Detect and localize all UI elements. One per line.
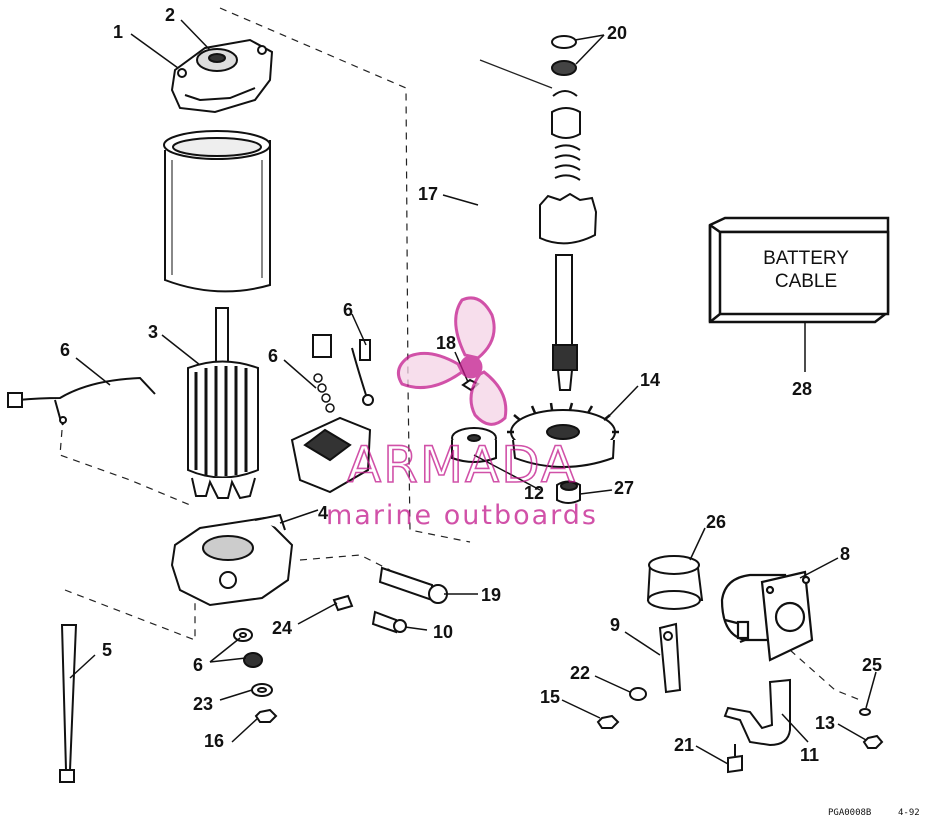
callout-16: 16: [204, 731, 224, 751]
callout-10: 10: [433, 622, 453, 642]
right-hardware-parts: [596, 687, 884, 774]
propeller-logo-icon: [396, 296, 508, 426]
callout-17: 17: [418, 184, 438, 204]
callout-13: 13: [815, 713, 835, 733]
battery-box-line1: BATTERY: [763, 248, 849, 269]
callout-6-washer: 6: [193, 655, 203, 675]
cable-lug-part: [658, 622, 682, 694]
callout-20: 20: [607, 23, 627, 43]
leader-lines: [69, 19, 877, 765]
callout-23: 23: [193, 694, 213, 714]
drawing-code: PGA0008B: [828, 808, 871, 818]
callout-28: 28: [792, 379, 812, 399]
washer-nut-parts: [233, 628, 278, 723]
callout-3: 3: [148, 322, 158, 342]
watermark-brand: ARMADA: [347, 436, 577, 494]
callout-8: 8: [840, 544, 850, 564]
callout-27: 27: [614, 478, 634, 498]
bracket-line-17: [479, 59, 553, 89]
callout-5: 5: [102, 640, 112, 660]
through-bolt-part: [59, 624, 78, 783]
watermark-logo: ARMADA marine outboards: [326, 296, 598, 531]
callout-24: 24: [272, 618, 292, 638]
brush-holder-part: [290, 334, 374, 494]
callout-6-wire: 6: [60, 340, 70, 360]
callout-22: 22: [570, 663, 590, 683]
callout-14: 14: [640, 370, 660, 390]
end-cap-part: [170, 38, 274, 114]
battery-box-line2: CABLE: [775, 271, 837, 292]
drawing-page: 4-92: [898, 808, 920, 818]
bolt-parts: [332, 566, 448, 634]
battery-cable-box: [708, 216, 890, 324]
solenoid-boot-part: [646, 555, 704, 610]
callout-1: 1: [113, 22, 123, 42]
callout-18: 18: [436, 333, 456, 353]
small-gear-part: [451, 427, 497, 463]
watermark-tagline: marine outboards: [326, 500, 598, 531]
starter-drive-part: [539, 35, 598, 391]
callout-21: 21: [674, 735, 694, 755]
armature-part: [187, 307, 259, 500]
wire-lead-part: [7, 376, 156, 426]
callout-6-brush: 6: [268, 346, 278, 366]
callout-25: 25: [862, 655, 882, 675]
field-housing-cylinder: [163, 130, 271, 293]
solenoid-part: [720, 570, 814, 662]
callout-6-screw: 6: [343, 300, 353, 320]
callout-9: 9: [610, 615, 620, 635]
callout-numbers: 1 2 3 4 5 6 6 6 6 8 9 10 11 12 13 14 15 …: [60, 5, 882, 765]
drive-end-frame-part: [170, 513, 294, 607]
callout-4: 4: [318, 503, 328, 523]
bracket-part: [723, 678, 791, 747]
callout-12: 12: [524, 483, 544, 503]
callout-19: 19: [481, 585, 501, 605]
callout-11: 11: [800, 745, 819, 765]
callout-2: 2: [165, 5, 175, 25]
callout-15: 15: [540, 687, 560, 707]
callout-26: 26: [706, 512, 726, 532]
large-gear-part: [507, 402, 619, 468]
